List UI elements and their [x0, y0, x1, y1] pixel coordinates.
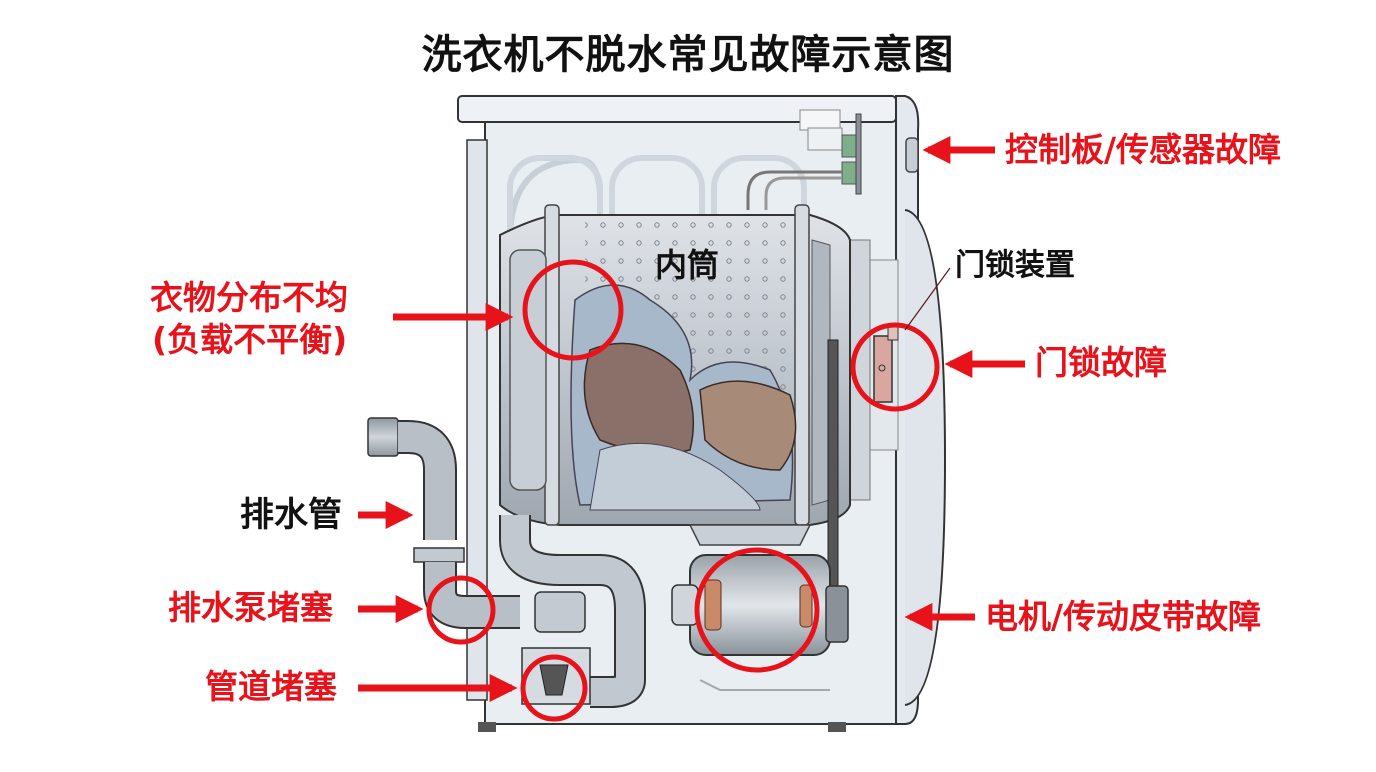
highlight-circle-motor	[694, 547, 820, 673]
fault-label-drain-pump: 排水泵堵塞	[168, 588, 333, 627]
fault-label-door-lock: 门锁故障	[1035, 343, 1167, 382]
highlight-circle-door-lock	[850, 322, 940, 412]
highlight-circle-drain-pump	[426, 575, 496, 645]
door-assembly	[849, 209, 947, 706]
fault-label-control-board: 控制板/传感器故障	[1005, 130, 1282, 169]
motor	[671, 554, 849, 691]
label-drain-hose: 排水管	[240, 495, 342, 535]
label-inner-drum: 内筒	[655, 246, 720, 284]
fault-label-motor-belt: 电机/传动皮带故障	[985, 597, 1262, 636]
fault-label-load-imbalance: 衣物分布不均	[150, 278, 348, 317]
leader-line-icon	[904, 267, 951, 331]
label-door-lock-device: 门锁装置	[955, 248, 1075, 283]
fault-label-load-imbalance-note: (负载不平衡)	[152, 320, 348, 359]
highlight-circle-pipe-blockage	[520, 654, 588, 722]
fault-label-pipe-blockage: 管道堵塞	[205, 667, 337, 706]
highlight-circle-load-imbalance	[522, 259, 624, 361]
diagram-title: 洗衣机不脱水常见故障示意图	[421, 32, 955, 78]
drain-hose	[367, 417, 520, 629]
internal-pipe	[499, 515, 646, 708]
control-board	[746, 109, 919, 210]
